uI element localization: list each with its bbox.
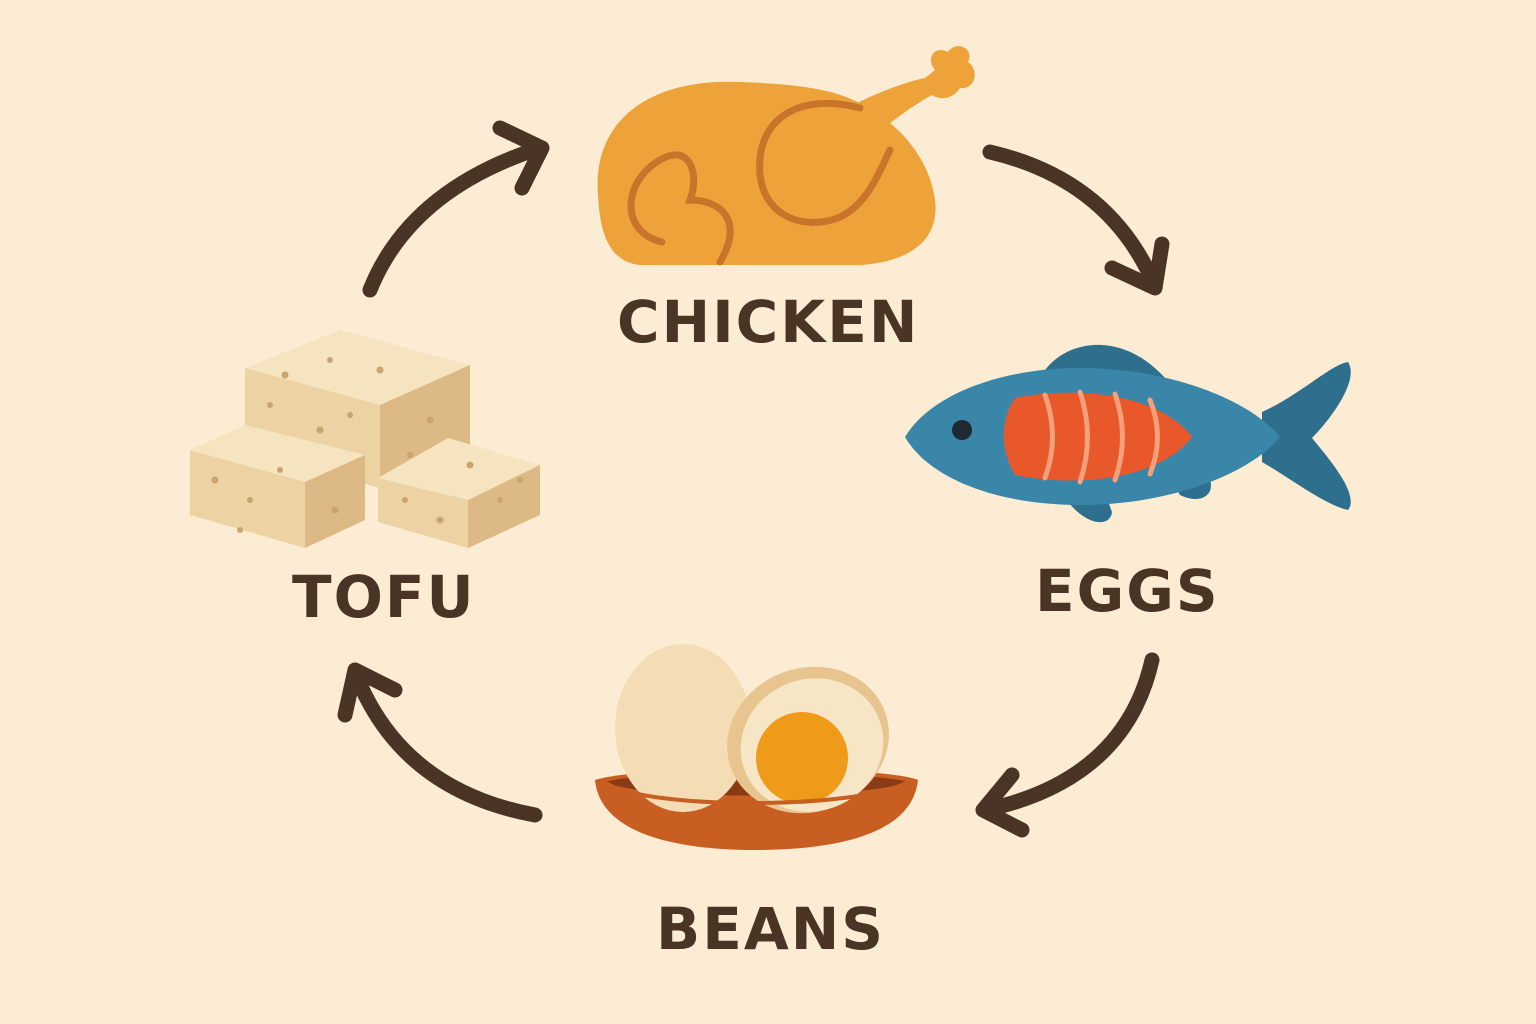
eggs-in-bowl-icon: [595, 644, 918, 850]
node-label-eggs: EGGS: [1035, 557, 1220, 625]
node-label-tofu: TOFU: [292, 563, 476, 631]
arrow-tofu-to-chicken: [362, 120, 550, 298]
arrow-beans-to-tofu: [337, 662, 543, 823]
roast-chicken-icon: [597, 46, 975, 266]
node-label-beans: BEANS: [656, 895, 886, 963]
arrow-eggs-to-beans: [975, 652, 1160, 838]
node-label-chicken: CHICKEN: [617, 288, 920, 356]
tofu-blocks-icon: [190, 330, 540, 548]
arrow-chicken-to-eggs: [982, 144, 1170, 296]
fish-icon: [905, 344, 1351, 523]
